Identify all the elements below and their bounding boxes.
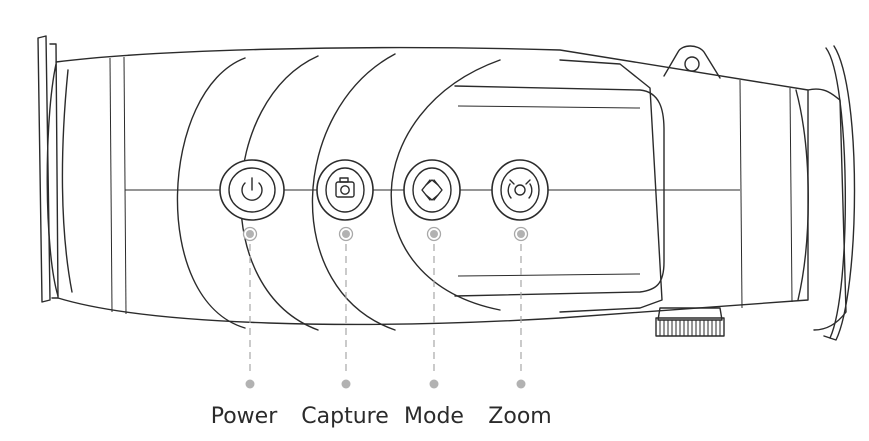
zoom-icon	[507, 179, 533, 199]
focus-knob	[655, 307, 725, 337]
eyecup	[795, 45, 856, 341]
mode-leader	[426, 226, 442, 389]
camera-icon	[335, 177, 355, 198]
mode-label: Mode	[404, 404, 464, 429]
zoom-leader	[513, 226, 529, 389]
mode-chevrons-icon	[421, 179, 443, 201]
capture-leader	[338, 226, 354, 389]
leader-lines	[242, 226, 529, 389]
grip-contours	[176, 53, 501, 331]
zoom-button[interactable]	[491, 159, 549, 221]
capture-button[interactable]	[316, 159, 374, 221]
capture-label: Capture	[301, 404, 389, 429]
lens-cap	[37, 35, 59, 303]
zoom-label: Zoom	[488, 404, 552, 429]
power-icon	[241, 177, 263, 201]
top-panel	[454, 59, 665, 313]
power-leader	[242, 226, 258, 389]
power-label: Power	[210, 404, 278, 429]
power-button[interactable]	[219, 159, 285, 221]
knob-ribs	[659, 320, 721, 336]
lanyard-loop	[663, 45, 721, 79]
mode-button[interactable]	[403, 159, 461, 221]
